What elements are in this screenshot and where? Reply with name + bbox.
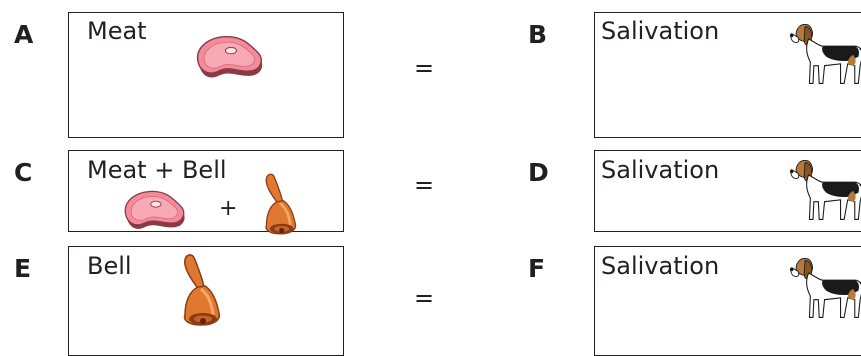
meat-steak-icon [121,189,189,233]
beagle-dog-icon [789,19,861,91]
stimulus-text-e: Bell [87,254,132,278]
beagle-dog-icon [789,155,861,227]
stimulus-box-a: Meat [68,12,344,138]
panel-label-e: E [14,256,31,281]
plus-sign: + [219,198,237,220]
response-text-b: Salivation [601,19,719,43]
stimulus-box-c: Meat + Bell + [68,150,344,232]
response-text-f: Salivation [601,254,719,278]
response-box-b: Salivation [594,12,861,138]
response-box-d: Salivation [594,150,861,232]
panel-label-d: D [528,160,549,185]
stimulus-text-c: Meat + Bell [87,158,227,182]
hand-bell-icon [261,171,299,239]
equals-sign-2: = [414,173,434,197]
panel-label-c: C [14,160,32,185]
beagle-dog-icon [789,253,861,325]
equals-sign-3: = [414,286,434,310]
stimulus-text-a: Meat [87,19,147,43]
meat-steak-icon [193,33,267,83]
panel-label-f: F [528,256,545,281]
equals-sign-1: = [414,56,434,80]
hand-bell-icon [179,251,223,331]
response-text-d: Salivation [601,158,719,182]
panel-label-b: B [528,22,547,47]
panel-label-a: A [14,22,33,47]
